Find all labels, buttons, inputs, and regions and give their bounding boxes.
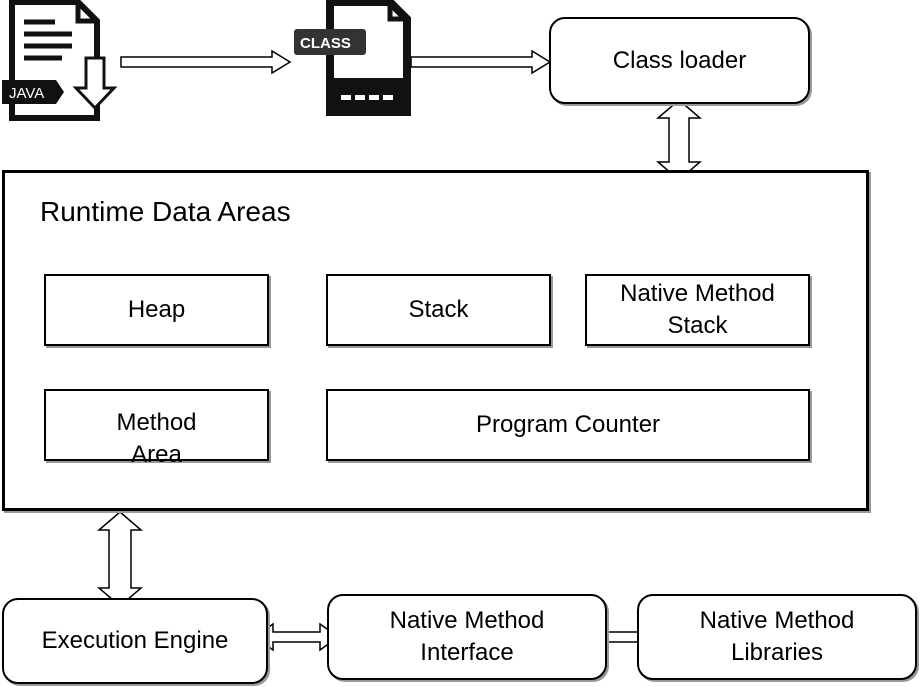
runtime-engine-arrow [96, 511, 144, 607]
native-method-interface-line-2: Interface [420, 639, 514, 666]
native-method-libraries-box [637, 594, 917, 680]
java-file-badge: JAVA [9, 85, 44, 102]
method-area-box [44, 389, 269, 461]
runtime-data-areas-title: Runtime Data Areas [40, 196, 291, 227]
load-arrow [410, 49, 552, 75]
native-method-libraries-line-2: Libraries [730, 639, 824, 666]
java-file-icon: JAVA [2, 0, 118, 121]
heap-box [44, 274, 269, 346]
class-file-badge: CLASS [300, 35, 351, 52]
class-file-icon: CLASS [294, 0, 411, 116]
stack-box [326, 274, 551, 346]
method-area-line-1: Method [116, 409, 197, 436]
native-method-interface-line-1: Native Method [389, 607, 545, 634]
stack-label: Stack [408, 296, 469, 323]
class-loader-box [549, 17, 810, 104]
loader-runtime-arrow [655, 99, 703, 181]
method-area-line-2: Area [131, 441, 182, 468]
program-counter-box [326, 389, 810, 461]
method-area-label: Method Area [44, 407, 269, 477]
native-method-stack-label: Native Method Stack [585, 274, 810, 346]
execution-engine-label: Execution Engine [41, 627, 229, 654]
native-method-interface-label: Native Method Interface [327, 594, 607, 680]
native-method-stack-line-1: Native Method [620, 280, 775, 307]
class-loader-label: Class loader [612, 46, 747, 74]
native-method-stack-line-2: Stack [667, 312, 728, 339]
compile-arrow [120, 49, 292, 75]
heap-label: Heap [127, 296, 186, 323]
native-method-libraries-line-1: Native Method [699, 607, 855, 634]
native-method-libraries-label: Native Method Libraries [637, 594, 917, 680]
execution-engine-box [2, 598, 268, 684]
native-method-interface-box [327, 594, 607, 680]
program-counter-label: Program Counter [475, 411, 661, 438]
native-method-stack-box [585, 274, 810, 346]
